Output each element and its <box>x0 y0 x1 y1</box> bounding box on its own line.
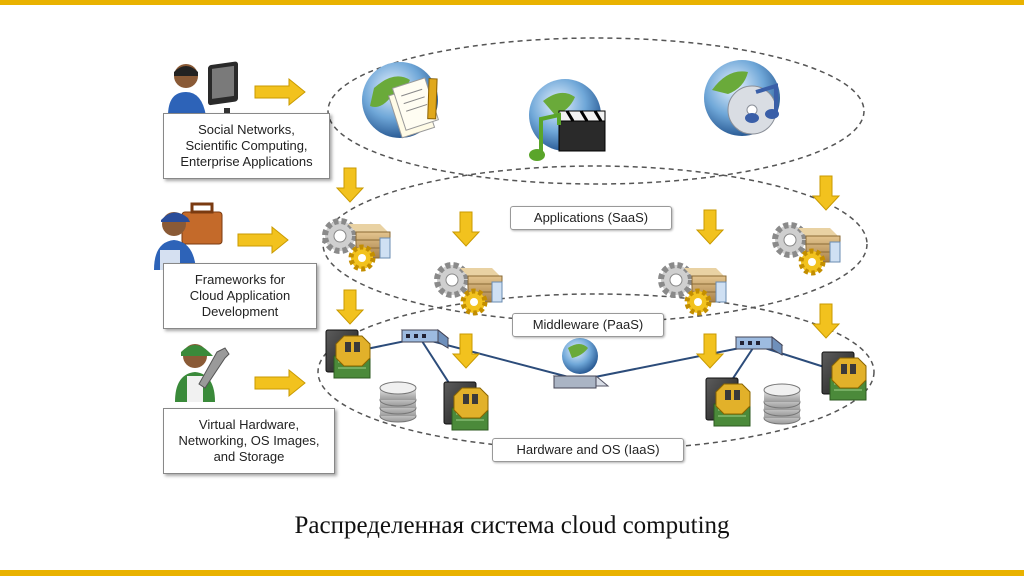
globe-movie-icon <box>529 79 606 161</box>
saas-users-box: Social Networks, Scientific Computing, E… <box>163 113 330 179</box>
down-arrow-2 <box>452 211 480 247</box>
gears-box-icon <box>775 225 840 273</box>
router-globe-icon <box>552 338 610 389</box>
down-arrow-6 <box>452 333 480 369</box>
iaas-users-line-1: Virtual Hardware, <box>198 417 300 432</box>
paas-users-line-3: Development <box>201 304 279 319</box>
user-monitor-icon <box>168 61 238 116</box>
role-arrow-saas <box>254 78 306 106</box>
iaas-layer-ellipse <box>317 293 875 451</box>
server-icon <box>443 381 489 431</box>
down-arrow-3 <box>696 209 724 245</box>
iaas-users-box: Virtual Hardware, Networking, OS Images,… <box>163 408 335 474</box>
role-arrow-iaas <box>254 369 306 397</box>
iaas-users-line-3: and Storage <box>213 449 285 464</box>
down-arrow-5 <box>336 289 364 325</box>
slide-caption: Распределенная система cloud computing <box>294 512 730 539</box>
saas-users-line-1: Social Networks, <box>198 122 295 137</box>
iaas-users-line-2: Networking, OS Images, <box>178 433 320 448</box>
down-arrow-4 <box>812 175 840 211</box>
paas-users-box: Frameworks for Cloud Application Develop… <box>163 263 317 329</box>
iaas-layer-label: Hardware and OS (IaaS) <box>492 438 684 462</box>
saas-layer-label: Applications (SaaS) <box>510 206 672 230</box>
user-toolbox-icon <box>154 202 223 270</box>
role-arrow-paas <box>237 226 289 254</box>
down-arrow-8 <box>812 303 840 339</box>
paas-users-line-2: Cloud Application <box>189 288 291 303</box>
server-icon <box>821 351 867 401</box>
gears-box-icon <box>325 221 390 269</box>
down-arrow-1 <box>336 167 364 203</box>
server-icon <box>705 377 751 427</box>
saas-users-line-2: Scientific Computing, <box>185 138 308 153</box>
bottom-frame-bar <box>0 570 1024 576</box>
globe-music-icon <box>704 60 780 136</box>
top-frame-bar <box>0 0 1024 5</box>
user-wrench-icon <box>175 344 230 402</box>
saas-users-line-3: Enterprise Applications <box>180 154 313 169</box>
paas-users-line-1: Frameworks for <box>194 272 286 287</box>
gears-box-icon <box>661 265 726 313</box>
down-arrow-7 <box>696 333 724 369</box>
paas-layer-label: Middleware (PaaS) <box>512 313 664 337</box>
database-icon <box>763 383 801 425</box>
saas-layer-ellipse <box>327 37 865 185</box>
server-icon <box>325 329 371 379</box>
globe-documents-icon <box>362 62 440 139</box>
database-icon <box>379 381 417 423</box>
paas-layer-ellipse <box>322 165 868 323</box>
